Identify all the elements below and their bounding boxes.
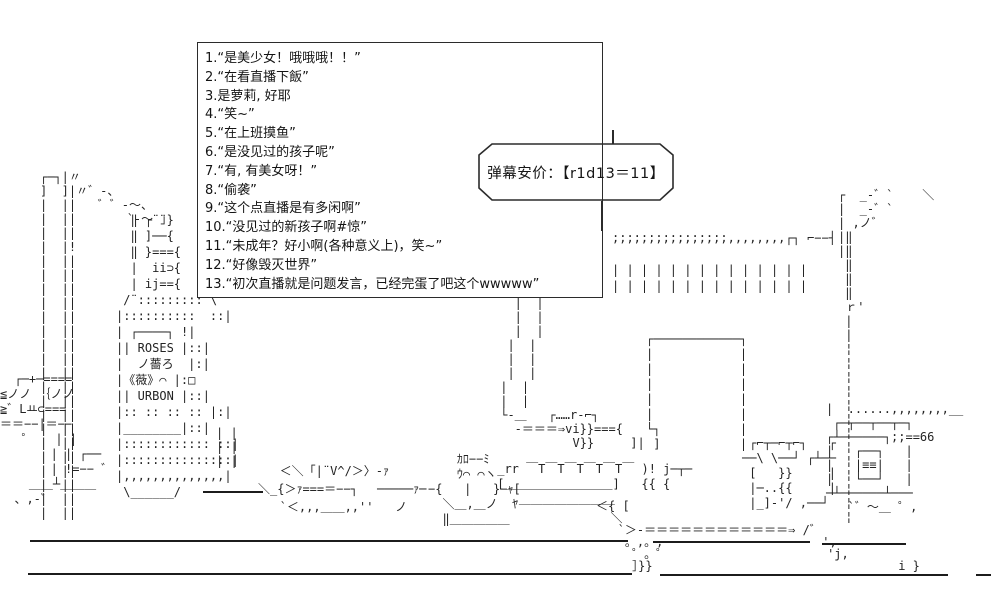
- ground-line-1: [203, 491, 263, 493]
- comment-line-3: 3.是萝莉, 好耶: [205, 88, 291, 104]
- bubble-octagon-outline: [478, 143, 674, 201]
- anchor-price-label: 弹幕安价：【r1d13＝11】: [487, 165, 665, 182]
- bubble-connector-top: [612, 130, 614, 144]
- ascii-mid-rail: _rr ￣T￣T￣T￣T￣T￣ )! j─┬─ [＿＿＿＿＿＿＿＿＿] {{ {…: [497, 462, 693, 506]
- comment-line-9: 9.“这个点直播是有多闲啊”: [205, 201, 361, 217]
- ground-line-2: [30, 540, 628, 542]
- ground-line-6: [660, 574, 948, 576]
- ascii-bird-creature: ＜＼「|¨V^/＞〉‐ｧ ＼_{＞ｧ===＝−−┐ ─────ｧ─ `＜,,,＿…: [258, 464, 427, 514]
- ascii-fence: ;;;;;;;;;;;;;;;;,,,,,,,,┌┐ ⌐−−┤ | | | | …: [612, 231, 836, 293]
- ground-line-3: [653, 541, 810, 543]
- comment-line-8: 8.“偷袭”: [205, 182, 257, 198]
- comment-line-11: 11.“未成年？好小啊(各种意义上)，笑~”: [205, 238, 443, 254]
- comment-line-13: 13.“初次直播就是问题发言，已经完蛋了吧这个wwwww”: [205, 276, 540, 292]
- comment-line-5: 5.“在上班摸鱼”: [205, 126, 296, 142]
- comment-line-12: 12.“好像毁灭世界”: [205, 257, 318, 273]
- ascii-right-pole: ┌ _‐゛` ＼ | _‐゛` | ,ノ゛ |‖ |‖ ‖ ‖ ‖ ｒ' | |…: [838, 188, 935, 524]
- comment-line-2: 2.“在看直播下飯”: [205, 69, 309, 85]
- comment-line-10: 10.“没见过的新孩子啊#惊”: [205, 220, 368, 236]
- ascii-left-rail: ┌─+─==== ≦ノノ ｛ノノ ≧゛Lㅛ⊂=== ＝＝−−|＝−− ゜ | |…: [0, 372, 114, 506]
- ascii-kiosk: | ......,,,,,,,,__ ┌─┬──┬──┬─┐ ┌┴──────┐…: [826, 402, 964, 514]
- ascii-bourbon-bottle: ‖ ┌¨¨} ‖ ]──{ ‖ }==={ | ii⊃{ | ij=={ /¨:…: [116, 213, 239, 499]
- ground-line-7: [976, 574, 991, 576]
- danmaku-comment-box: 1.“是美少女！哦哦哦！！” 2.“在看直播下飯” 3.是萝莉, 好耶 4.“笑…: [197, 42, 603, 298]
- bubble-connector-bottom: [601, 201, 603, 231]
- comment-line-1: 1.“是美少女！哦哦哦！！”: [205, 51, 361, 66]
- ground-line-4: [822, 543, 906, 545]
- comment-line-6: 6.“是没见过的孩子呢”: [205, 144, 335, 160]
- ascii-bottle-side-posts: | | | | | |: [216, 426, 238, 468]
- comment-line-7: 7.“有, 有美女呀！”: [205, 163, 318, 179]
- ascii-street-lamp: ┌─┐|〃 ] ]|〃゛‐、 | || ゛゛‐〜、 | || `‐〜 」 | |…: [40, 170, 173, 520]
- ascii-big-box: ┌────────────┐ | | | | | | | | | | └┐ | …: [646, 332, 748, 451]
- ascii-wire-poles: | | | | | | | | | | | | | | | | └‐＿ ┌……r…: [500, 296, 645, 450]
- comment-line-4: 4.“笑~”: [205, 107, 255, 123]
- ascii-right-rail: ┌⌐┬─⌐┬⌐┐ ┌ ──\ \──┘ ┌┴── [ }} | |─..{{ |…: [742, 436, 836, 510]
- ground-line-5: [28, 573, 632, 575]
- ascii-bottom-arrows: ＜{ [ ＼ `＞‐＝＝＝＝＝＝＝＝＝＝＝＝⇒ /゛ 。,。, ', ゜。゜ '…: [596, 499, 920, 573]
- anchor-price-bubble: 弹幕安价：【r1d13＝11】: [478, 143, 674, 201]
- ascii-cart: ｶﾛ−−ﾐ ｳ⌒ ⌒ヽ −{ | }−ｬ[ ＼＿,＿ノ ﾔ ‖＿＿＿＿＿: [428, 452, 521, 526]
